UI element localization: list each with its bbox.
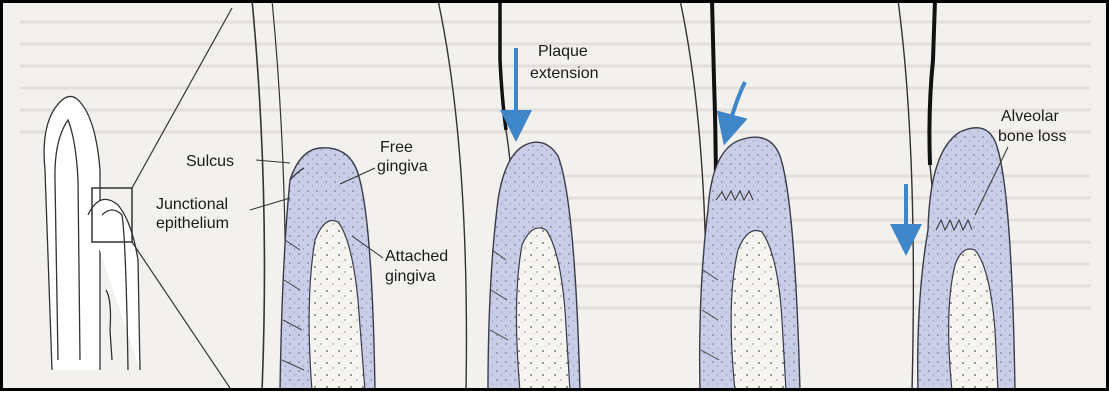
label-free-gingiva-line2: gingiva (377, 158, 428, 175)
label-alveolar-line1: Alveolar (1001, 108, 1059, 125)
label-free-gingiva-line1: Free (380, 139, 413, 156)
label-junctional-line1: Junctional (156, 196, 228, 213)
label-alveolar-line2: bone loss (998, 128, 1067, 145)
label-plaque-line1: Plaque (538, 43, 588, 60)
label-plaque-line2: extension (530, 65, 599, 82)
label-sulcus: Sulcus (186, 153, 234, 170)
label-attached-line1: Attached (385, 248, 448, 265)
label-junctional-line2: epithelium (156, 215, 229, 232)
label-attached-line2: gingiva (385, 268, 436, 285)
